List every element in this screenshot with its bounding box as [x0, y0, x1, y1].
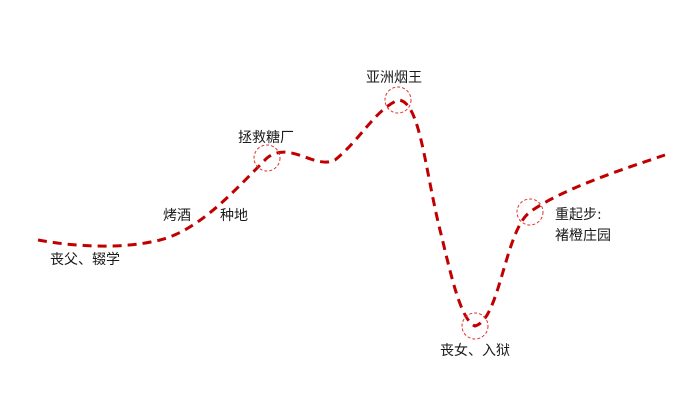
label-chu-orange-farm: 褚橙庄园 [555, 228, 611, 244]
milestone-marker-rescue-sugar-factory [253, 144, 281, 172]
life-trajectory-dashed-line [37, 98, 666, 328]
milestone-marker-mourning-daughter-prison [461, 312, 489, 340]
milestone-marker-asia-tobacco-king [384, 86, 412, 114]
label-asia-tobacco-king: 亚洲烟王 [366, 70, 422, 86]
label-rescue-sugar-factory: 拯救糖厂 [238, 130, 294, 146]
milestone-marker-restart [516, 198, 544, 226]
label-baking-wine: 烤酒 [163, 208, 191, 224]
label-mourning-daughter-prison: 丧女、入狱 [440, 343, 510, 359]
label-restart: 重起步: [555, 207, 602, 223]
label-farming: 种地 [220, 208, 248, 224]
label-mourning-father: 丧父、辍学 [50, 252, 120, 268]
